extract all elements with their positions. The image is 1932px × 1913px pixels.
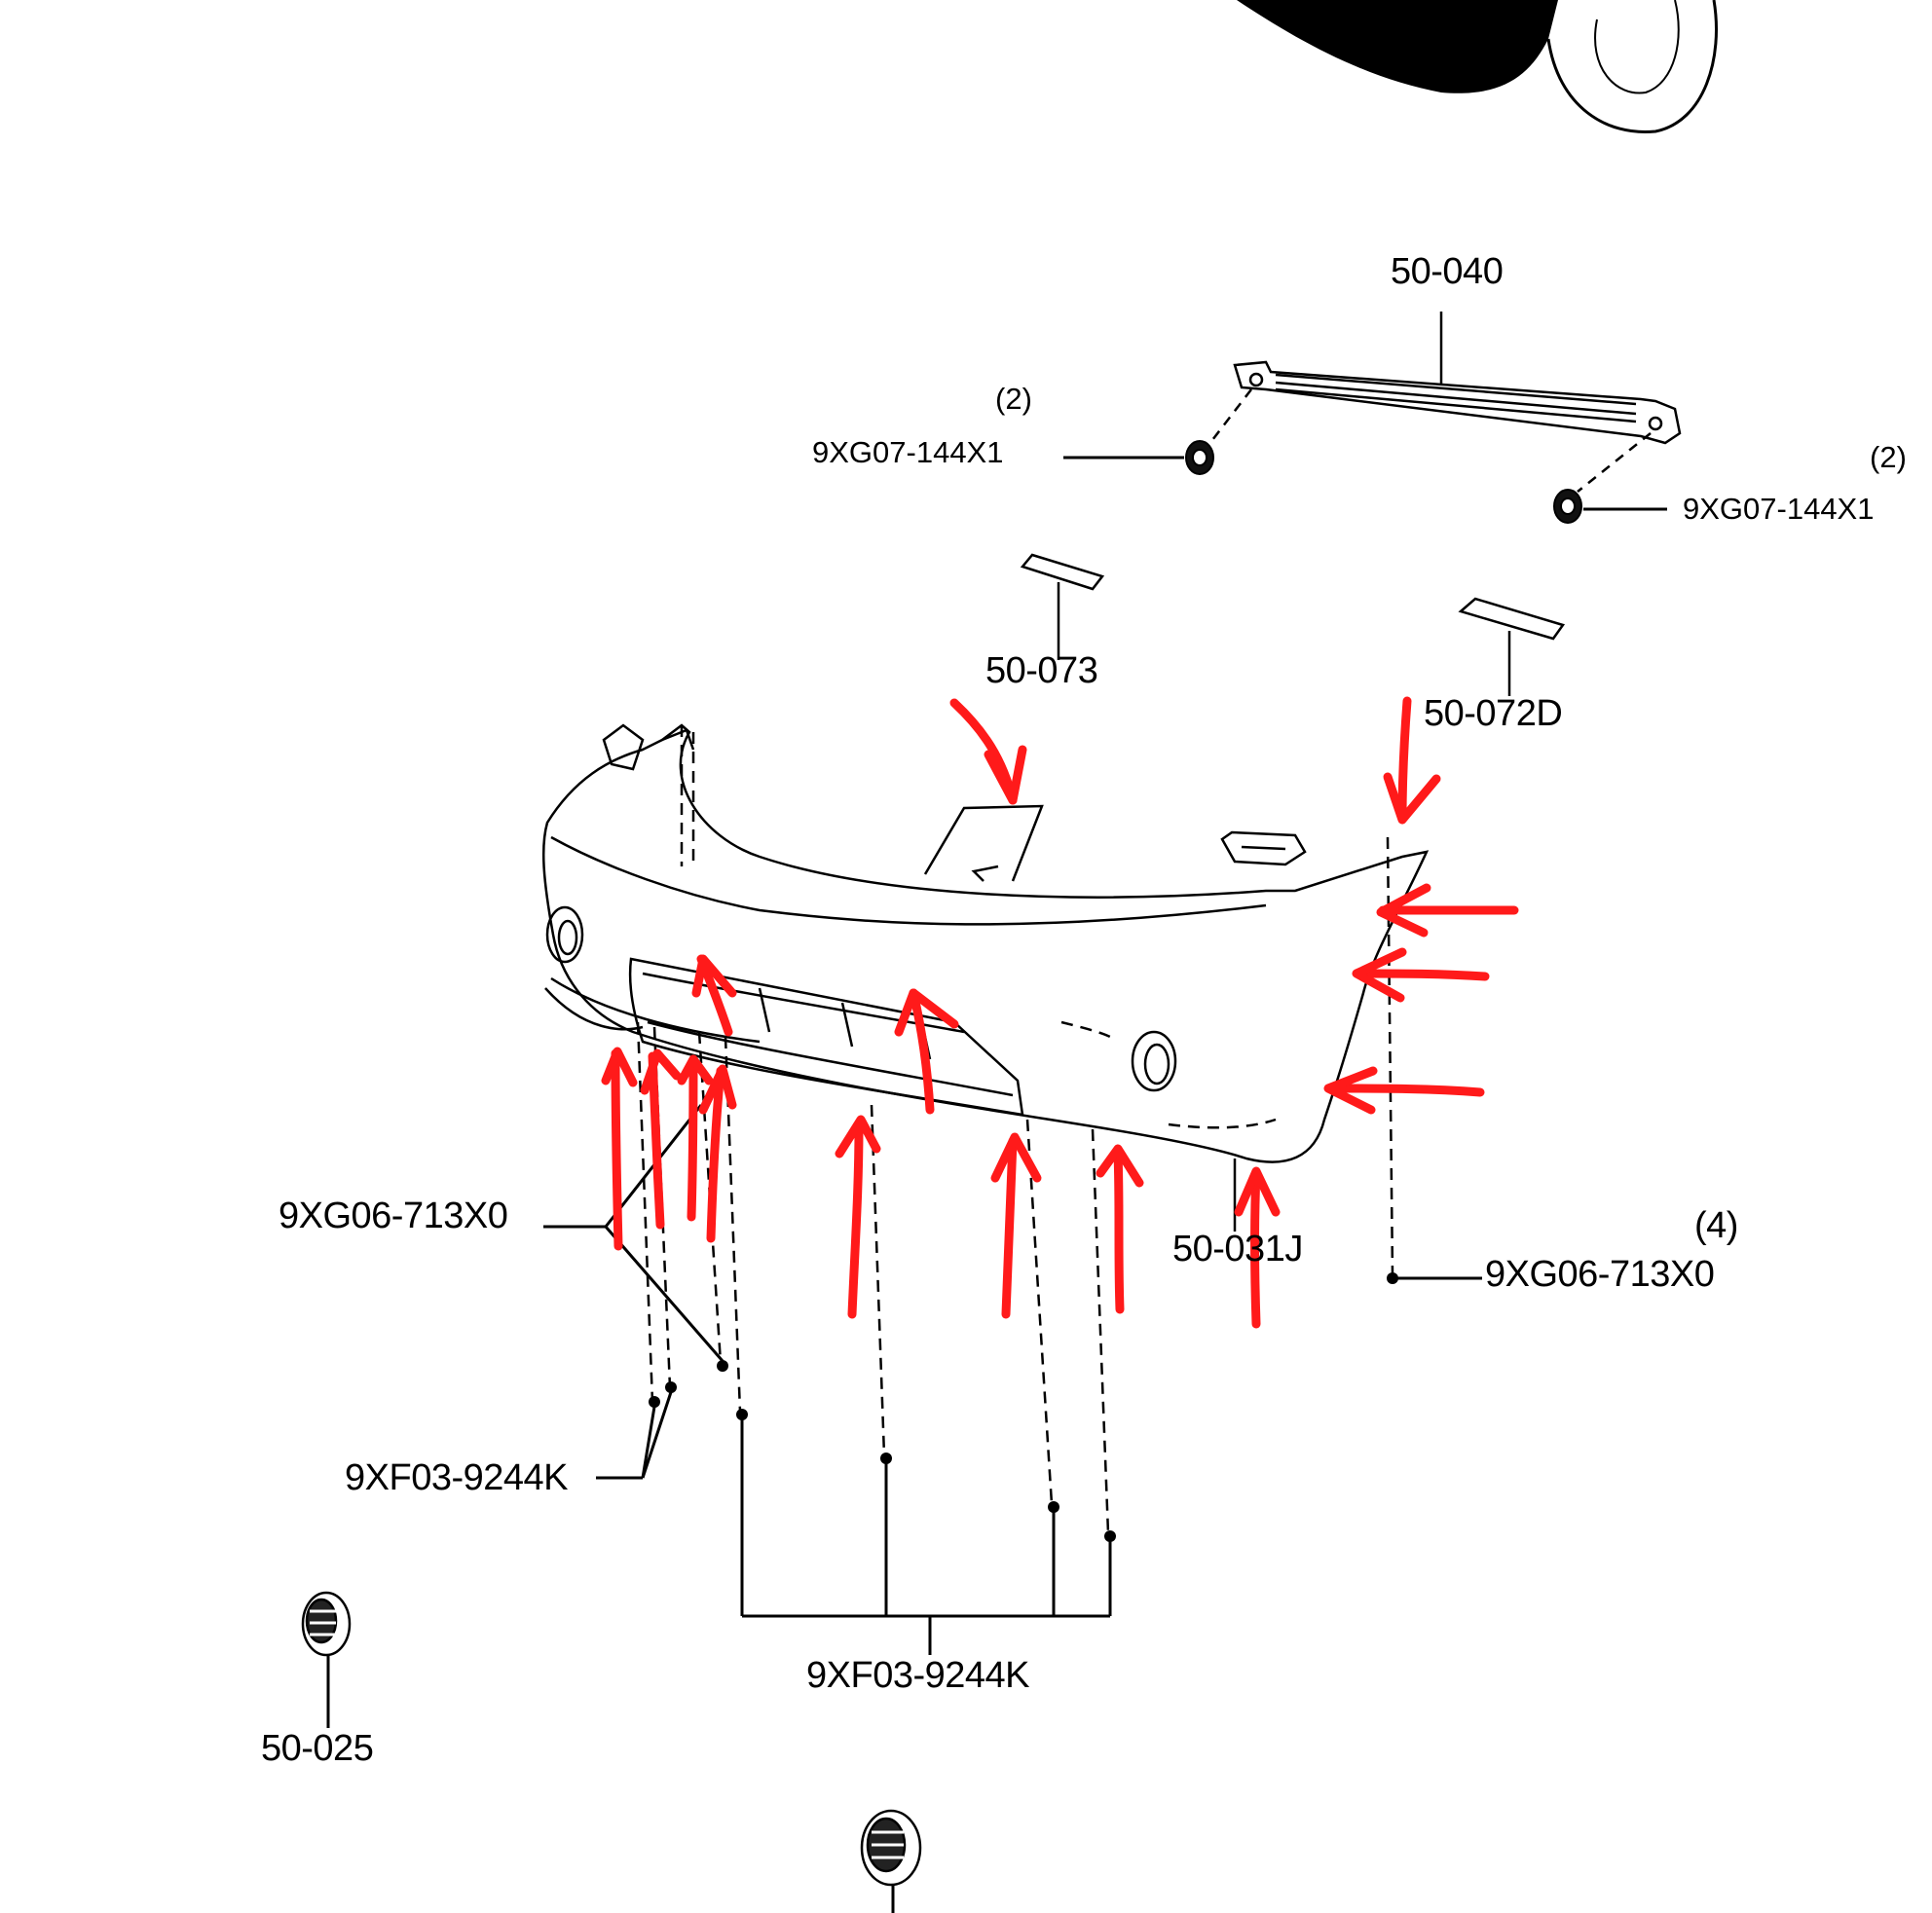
vehicle-silhouette <box>1237 0 1718 134</box>
red-arrow <box>1324 1084 1485 1097</box>
red-annotation-arrows <box>601 696 1519 1329</box>
red-arrow <box>691 954 737 998</box>
fastener-heads <box>649 1272 1398 1542</box>
red-arrow <box>1234 1166 1281 1217</box>
red-arrow <box>706 1066 725 1243</box>
fastener-dashed-leaders <box>636 725 1394 1534</box>
red-arrow <box>1352 947 1407 1003</box>
red-arrow <box>909 988 935 1115</box>
red-arrow <box>601 1047 638 1087</box>
bracket-50-072d <box>1458 597 1566 696</box>
red-arrow <box>984 745 1027 805</box>
label-50-025: 50-025 <box>261 1728 374 1769</box>
grommet-bottom <box>860 1809 922 1887</box>
red-arrow <box>894 988 959 1037</box>
red-arrow <box>611 1048 623 1251</box>
label-50-072d: 50-072D <box>1424 693 1563 734</box>
red-arrow <box>1397 696 1412 823</box>
red-arrow <box>648 1051 665 1230</box>
label-screw-left: 9XG06-713X0 <box>279 1196 508 1236</box>
clip-9xg07-left <box>1063 440 1214 475</box>
red-arrow <box>1383 772 1441 825</box>
clip-9xg07-right <box>1553 489 1667 524</box>
label-50-073: 50-073 <box>985 650 1098 691</box>
qty-4: (4) <box>1694 1205 1738 1246</box>
bracket-50-073 <box>1020 553 1105 660</box>
red-arrow <box>1323 1066 1378 1115</box>
front-bumper <box>541 723 1430 1232</box>
red-arrow <box>1113 1149 1125 1314</box>
red-arrow <box>677 1054 714 1085</box>
red-arrow <box>835 1115 881 1159</box>
bar-dashed-leaders <box>1202 388 1652 493</box>
red-arrow <box>1376 883 1431 938</box>
qty-left: (2) <box>995 382 1032 416</box>
red-arrow <box>847 1122 864 1319</box>
red-arrow <box>1250 1168 1261 1329</box>
qty-right: (2) <box>1870 440 1907 474</box>
label-9xf-left: 9XF03-9244K <box>345 1457 569 1498</box>
red-arrow <box>1001 1136 1018 1319</box>
grommet-50-025 <box>301 1591 352 1657</box>
reinforcement-bar <box>1233 312 1682 445</box>
label-clip-right: 9XG07-144X1 <box>1683 492 1875 526</box>
red-arrow <box>1096 1144 1144 1188</box>
red-arrow <box>687 1056 698 1222</box>
red-arrow <box>1354 969 1490 981</box>
label-screw-right: 9XG06-713X0 <box>1485 1254 1715 1295</box>
label-50-040: 50-040 <box>1391 251 1504 292</box>
red-arrow <box>990 1132 1042 1183</box>
red-arrow <box>640 1048 682 1095</box>
label-9xf-bottom: 9XF03-9244K <box>806 1655 1030 1696</box>
red-arrow <box>698 1064 737 1115</box>
label-50-031j: 50-031J <box>1172 1229 1303 1269</box>
label-clip-left: 9XG07-144X1 <box>812 435 1004 469</box>
